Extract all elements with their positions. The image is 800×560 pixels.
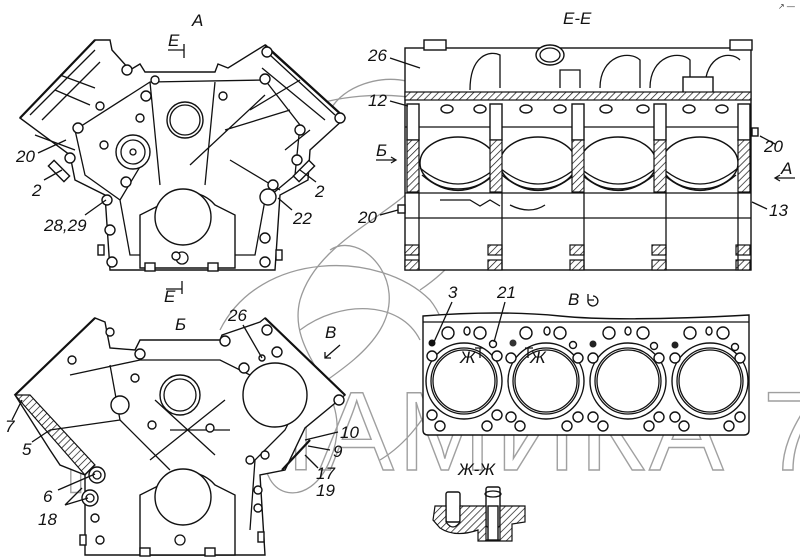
view-arrow-a-label: А [780, 159, 792, 178]
callout-26: 26 [367, 46, 387, 65]
callout-9: 9 [333, 442, 343, 461]
leader-22 [277, 197, 293, 211]
callout-20-right: 20 [763, 137, 783, 156]
leader-3 [433, 301, 453, 343]
leader-21 [493, 301, 506, 343]
view-arrow-b [376, 156, 398, 164]
section-mark-zh-right: Ж [529, 348, 547, 367]
view-arrow-v-label: В [325, 323, 336, 342]
section-e-e: Е-Е [357, 9, 795, 271]
callout-5: 5 [22, 440, 32, 459]
view-arrow-v [324, 344, 341, 359]
leader-12 [389, 100, 409, 107]
view-b: Б 26 7 [5, 306, 359, 557]
leader-9 [307, 445, 331, 451]
callout-13: 13 [769, 201, 788, 220]
leader-5 [31, 429, 51, 443]
leader-20-right [759, 135, 776, 145]
callout-2-right: 2 [314, 182, 325, 201]
leader-17 [304, 454, 319, 469]
leader-7 [11, 399, 23, 421]
leader-18 [64, 487, 89, 506]
callout-18: 18 [38, 510, 57, 529]
leader-6 [57, 473, 96, 491]
leader-10 [304, 431, 339, 441]
view-arrow-b-label: Б [376, 141, 387, 160]
section-zh-zh-title: Ж-Ж [457, 460, 496, 479]
view-v-title: В [568, 290, 579, 309]
leader-20 [37, 139, 67, 154]
leader-26-b [242, 324, 263, 359]
callout-20-left: 20 [357, 208, 377, 227]
callout-3: 3 [448, 283, 458, 302]
leader-13 [751, 201, 768, 210]
callout-7: 7 [5, 417, 15, 436]
view-a: А Е Е [15, 11, 347, 306]
callout-17: 17 [316, 464, 335, 483]
rotated-view-icon [587, 294, 599, 307]
callout-6: 6 [43, 487, 53, 506]
callout-2-left: 2 [31, 181, 42, 200]
callout-26-b: 26 [227, 306, 247, 325]
view-b-title: Б [175, 315, 186, 334]
leader-28-29 [84, 199, 107, 216]
leader-20-left [379, 209, 399, 216]
section-mark-e-top: Е [168, 31, 180, 50]
section-arrow-e-top [168, 44, 185, 58]
section-mark-zh-left: Ж [459, 348, 477, 367]
callout-12: 12 [368, 91, 387, 110]
leader-2-right [299, 169, 317, 183]
view-arrow-a [773, 174, 795, 182]
section-arrow-e-bottom [166, 281, 183, 294]
leader-2-left [43, 169, 63, 181]
leader-26 [389, 57, 421, 69]
view-a-title: А [191, 11, 203, 30]
section-line-zh-left [475, 347, 483, 358]
section-mark-e-bottom: Е [164, 287, 176, 306]
section-line-zh-right [525, 347, 533, 358]
callout-19: 19 [316, 481, 335, 500]
callout-20: 20 [15, 147, 35, 166]
callout-28-29: 28,29 [43, 216, 87, 235]
callout-22: 22 [292, 209, 312, 228]
corner-mark: ↗ — [778, 2, 795, 11]
section-e-e-title: Е-Е [563, 9, 592, 28]
callout-21: 21 [496, 283, 516, 302]
callout-10: 10 [340, 423, 359, 442]
view-v: В [422, 283, 750, 436]
section-zh-zh: Ж-Ж [432, 460, 526, 542]
